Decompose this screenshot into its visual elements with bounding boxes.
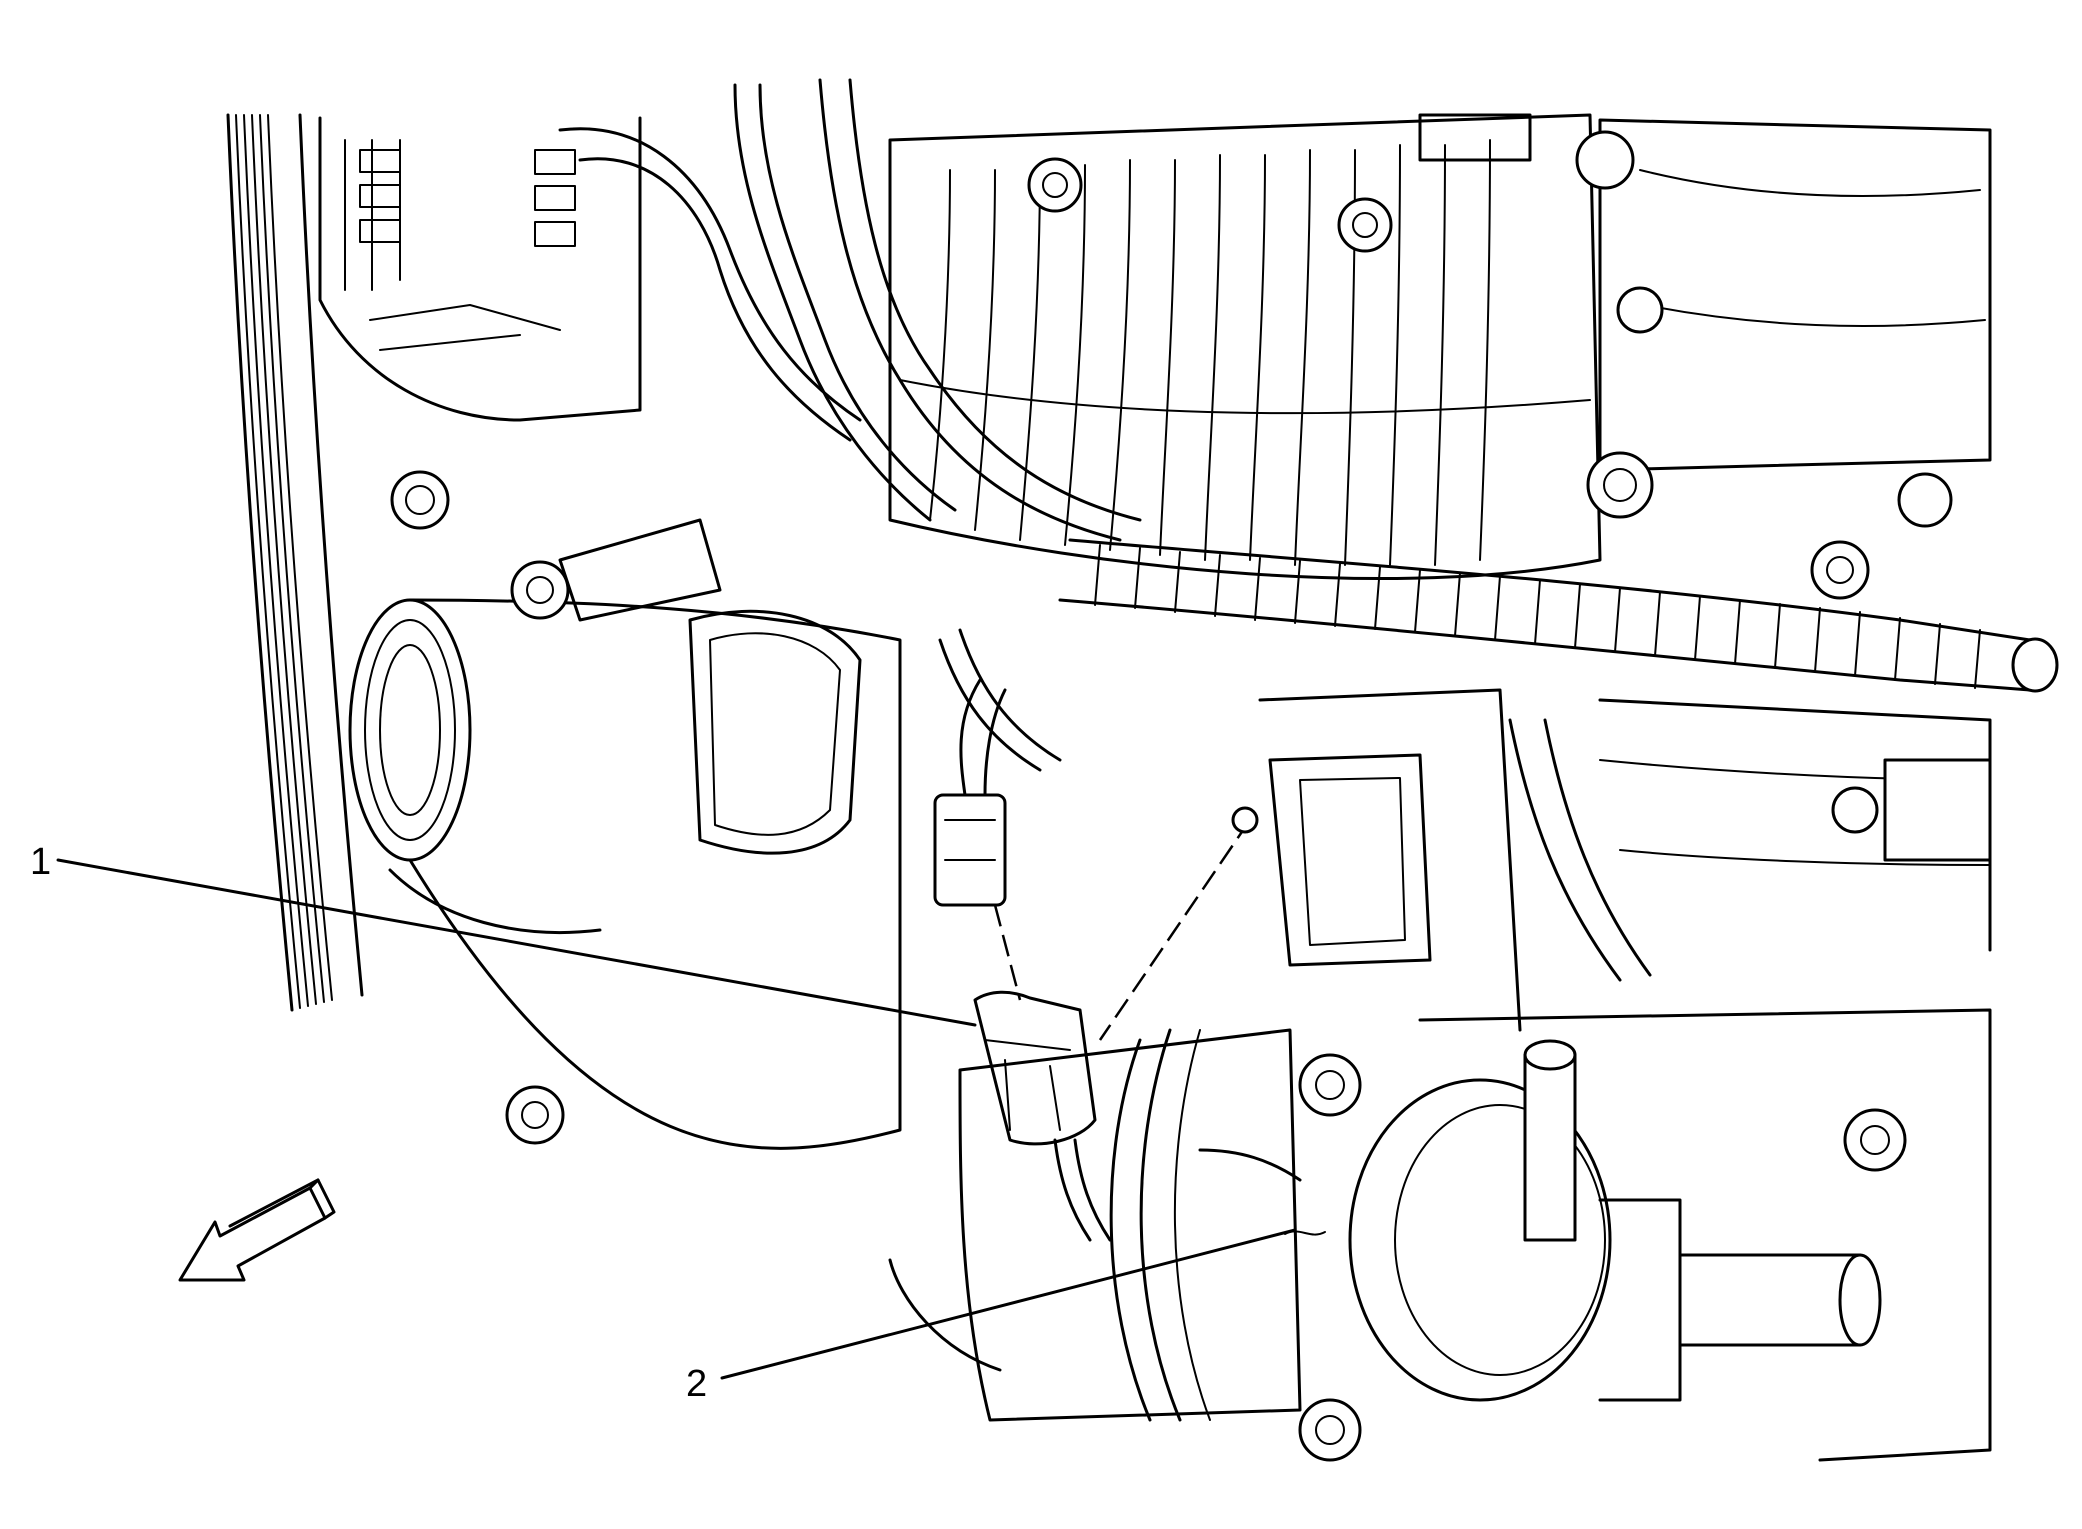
callout-2-label: 2 [686,1363,707,1405]
callout-2-leader [720,1228,1297,1380]
callout-1-label: 1 [30,841,51,883]
ac-compressor [348,518,902,1150]
drive-belt [226,113,364,1012]
callout-1-leader [56,858,977,1027]
generator [318,116,642,530]
engine-block [888,688,1522,1372]
throttle-body [1575,118,1992,600]
intake-manifold [888,113,1602,581]
front-of-vehicle-arrow-icon [178,1178,336,1282]
water-pump [958,698,1992,1462]
harness-connector [933,678,1259,1242]
wiring-harness [558,78,2059,772]
callout-2-pointer [1284,1230,1326,1236]
